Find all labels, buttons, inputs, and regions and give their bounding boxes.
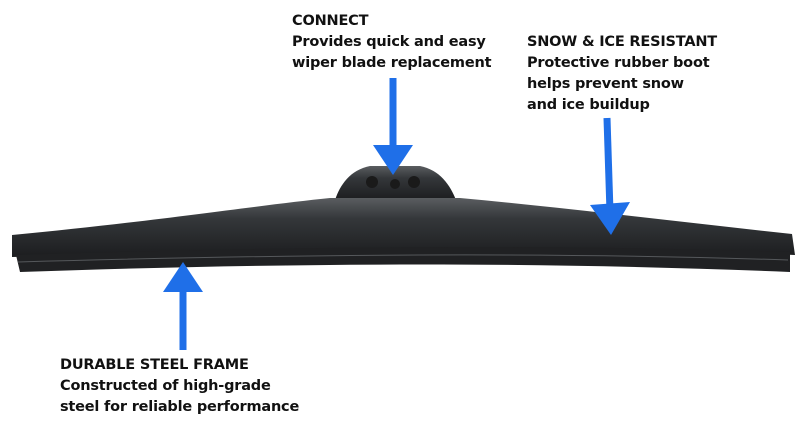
callout-title: CONNECT (292, 13, 369, 29)
arrow-down-icon (590, 117, 630, 235)
callout-text: Constructed of high-grade (60, 378, 271, 394)
callout-title: DURABLE STEEL FRAME (60, 357, 249, 373)
callout-connect: CONNECT Provides quick and easy wiper bl… (292, 11, 492, 74)
callout-text: wiper blade replacement (292, 55, 492, 71)
callout-text: Protective rubber boot (527, 55, 710, 71)
callout-text: helps prevent snow (527, 76, 684, 92)
arrow-down-icon (373, 78, 413, 175)
wiper-blade (12, 166, 795, 272)
callout-text: and ice buildup (527, 97, 650, 113)
callout-steel-frame: DURABLE STEEL FRAME Constructed of high-… (60, 355, 299, 418)
callout-title: SNOW & ICE RESISTANT (527, 34, 717, 50)
arrow-up-icon (163, 262, 203, 350)
callout-text: Provides quick and easy (292, 34, 486, 50)
callout-text: steel for reliable performance (60, 399, 300, 415)
callout-snow-ice: SNOW & ICE RESISTANT Protective rubber b… (527, 32, 717, 116)
